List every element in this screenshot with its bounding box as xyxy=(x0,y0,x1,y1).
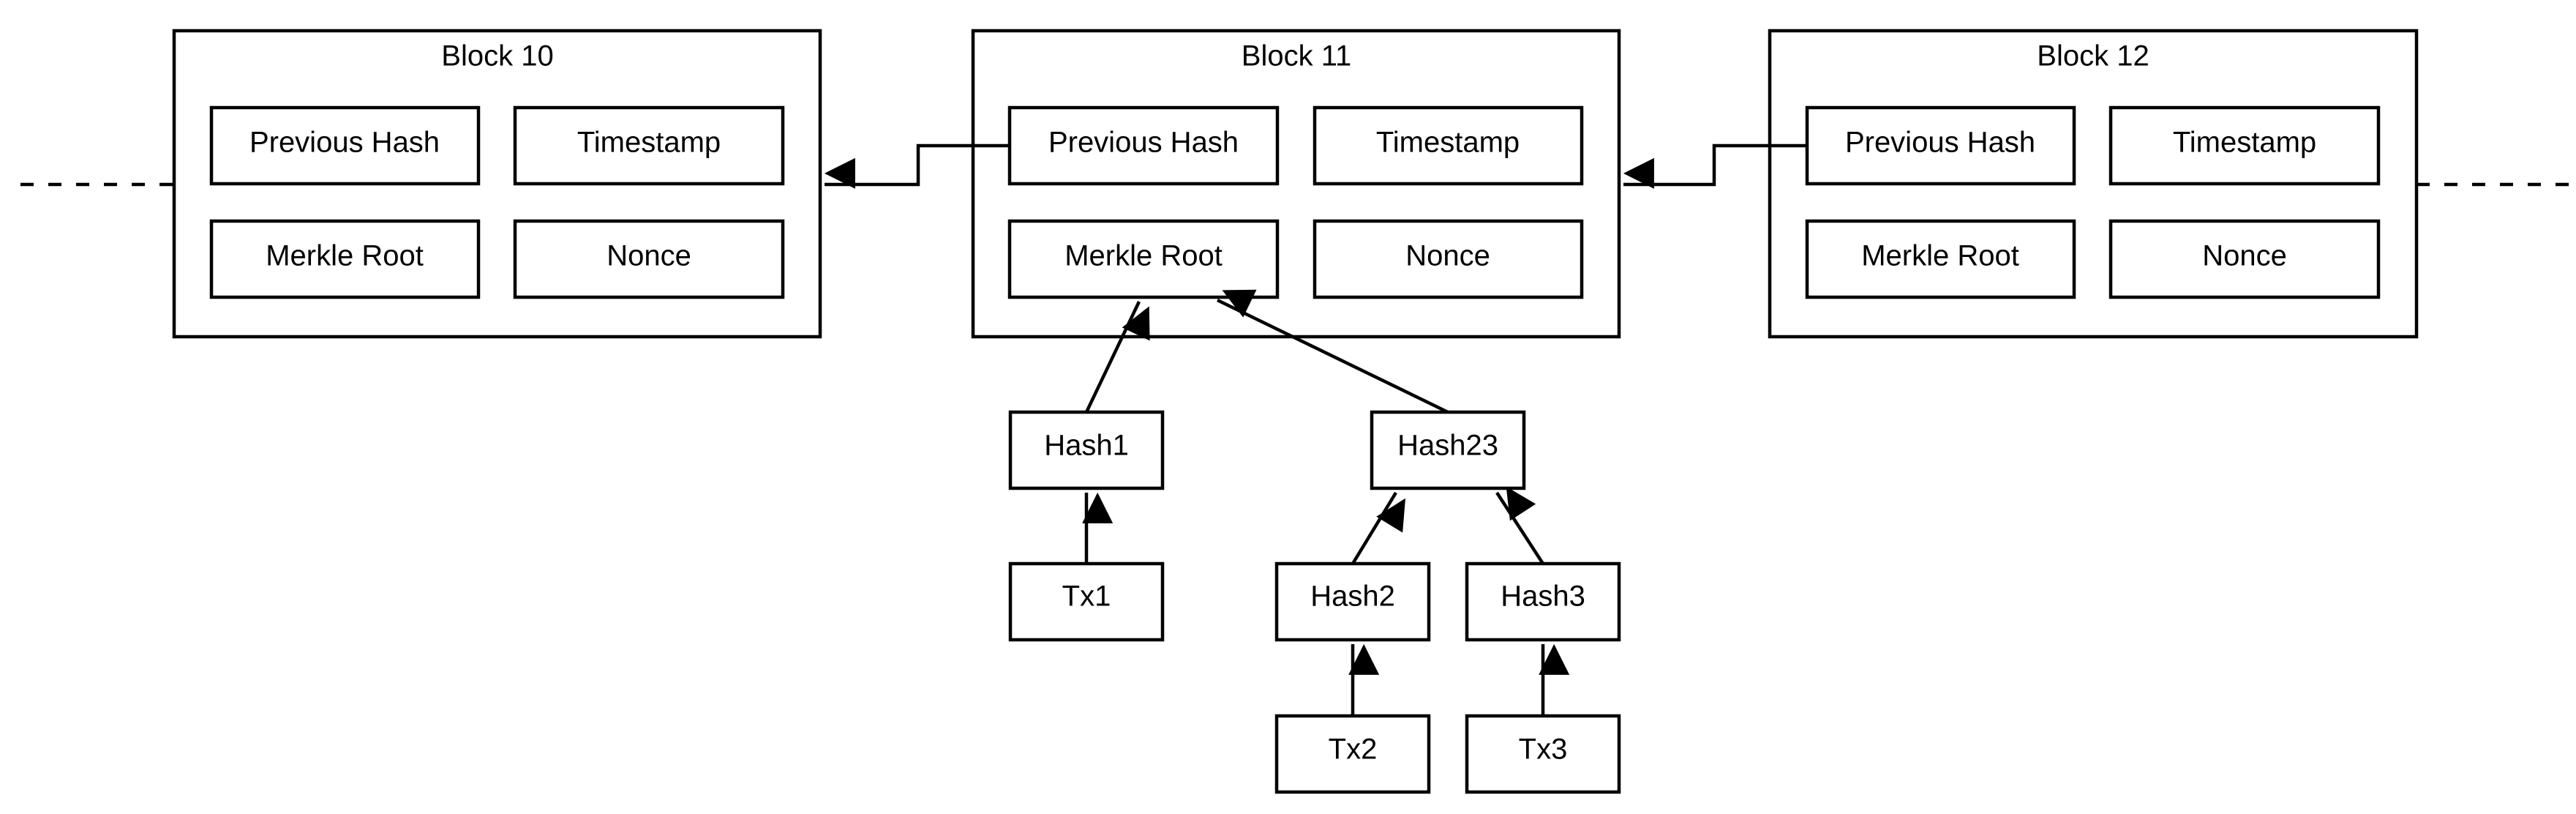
arrow-hash23-to-merkle-root xyxy=(1217,289,1449,414)
merkle-tree: Hash1 Hash23 Hash2 Hash3 Tx1 Tx2 Tx3 xyxy=(1008,410,1621,794)
block-10-nonce-box xyxy=(513,219,785,299)
arrow-hash1-to-merkle-root xyxy=(1084,301,1150,413)
block-12-nonce-box xyxy=(2109,219,2381,299)
block-10-merkle-root-box xyxy=(209,219,481,299)
block-10-timestamp-label: Timestamp xyxy=(577,127,721,159)
arrow-block11-prevhash-to-block10 xyxy=(824,143,1010,189)
hash1-label: Hash1 xyxy=(1044,430,1129,462)
block-10-merkle-root-label: Merkle Root xyxy=(266,240,424,272)
arrow-hash2-to-hash23 xyxy=(1351,491,1405,565)
tx1-label: Tx1 xyxy=(1062,580,1111,613)
block-11-timestamp-label: Timestamp xyxy=(1376,127,1520,159)
block-11-nonce-label: Nonce xyxy=(1405,240,1490,272)
block-12-timestamp-label: Timestamp xyxy=(2173,127,2316,159)
block-11-previous-hash-box xyxy=(1007,105,1280,186)
arrow-hash3-to-hash23 xyxy=(1495,486,1544,565)
tx1-node xyxy=(1008,561,1165,642)
block-10: Block 10 Previous Hash Timestamp Merkle … xyxy=(172,29,822,339)
block-12-previous-hash-label: Previous Hash xyxy=(1845,127,2035,159)
tx2-label: Tx2 xyxy=(1329,733,1378,766)
block-12-merkle-root-box xyxy=(1805,219,2076,299)
block-11: Block 11 Previous Hash Timestamp Merkle … xyxy=(971,29,1621,339)
hash23-label: Hash23 xyxy=(1397,430,1498,462)
block-12-merkle-root-label: Merkle Root xyxy=(1861,240,2019,272)
hash2-node xyxy=(1274,561,1431,642)
tx3-node xyxy=(1465,714,1621,794)
block-10-title: Block 10 xyxy=(441,40,553,72)
hash1-node xyxy=(1008,410,1165,490)
block-11-merkle-root-box xyxy=(1007,219,1280,299)
block-12-title: Block 12 xyxy=(2037,40,2149,72)
block-11-nonce-box xyxy=(1313,219,1584,299)
block-10-previous-hash-label: Previous Hash xyxy=(249,127,440,159)
tx2-node xyxy=(1274,714,1431,794)
block-12-timestamp-box xyxy=(2109,105,2381,186)
block-11-title: Block 11 xyxy=(1242,40,1351,72)
arrow-block12-prevhash-to-block11 xyxy=(1623,143,1807,189)
hash3-node xyxy=(1465,561,1621,642)
hash23-node xyxy=(1370,410,1526,490)
block-10-timestamp-box xyxy=(513,105,785,186)
hash2-label: Hash2 xyxy=(1310,580,1395,613)
block-12-previous-hash-box xyxy=(1805,105,2076,186)
block-12: Block 12 Previous Hash Timestamp Merkle … xyxy=(1768,29,2419,339)
block-10-previous-hash-box xyxy=(209,105,481,186)
block-11-merkle-root-label: Merkle Root xyxy=(1064,240,1223,272)
hash3-label: Hash3 xyxy=(1501,580,1585,613)
tx3-label: Tx3 xyxy=(1519,733,1568,766)
block-10-nonce-label: Nonce xyxy=(607,240,691,272)
block-11-timestamp-box xyxy=(1313,105,1584,186)
block-12-nonce-label: Nonce xyxy=(2202,240,2287,272)
block-11-previous-hash-label: Previous Hash xyxy=(1048,127,1239,159)
